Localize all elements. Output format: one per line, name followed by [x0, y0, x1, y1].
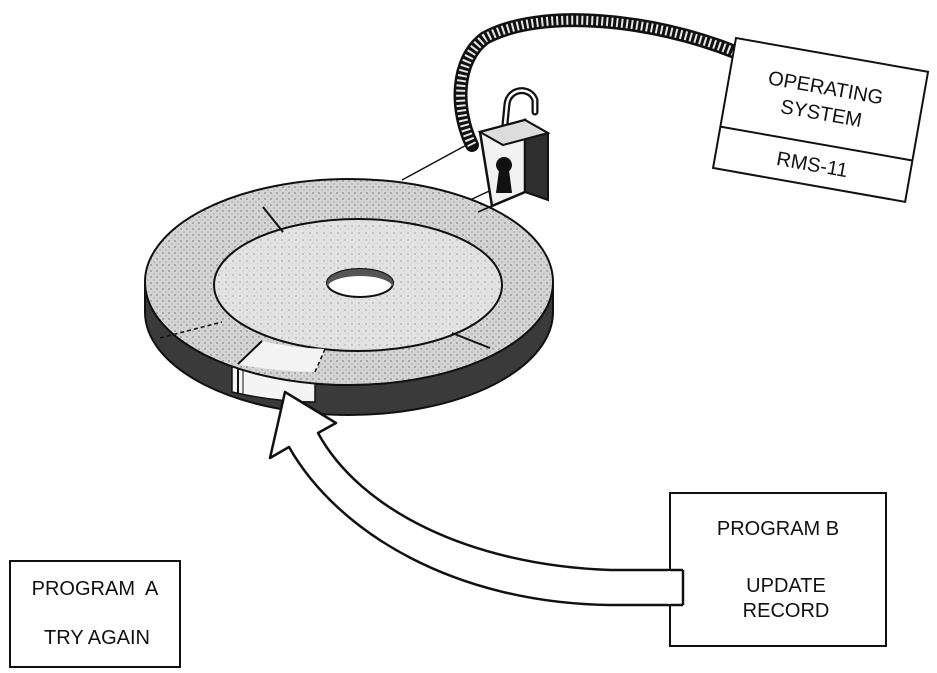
- program-a-status: TRY AGAIN: [44, 627, 150, 649]
- program-b-box: PROGRAM B UPDATE RECORD: [668, 492, 887, 647]
- program-b-name: PROGRAM B: [717, 518, 839, 540]
- program-b-action-line2: RECORD: [743, 600, 830, 622]
- program-b-action-line1: UPDATE: [746, 575, 826, 597]
- padlock-icon: [401, 87, 551, 213]
- cable-icon: [453, 13, 742, 152]
- curved-arrow-icon: [268, 390, 685, 607]
- program-a-name: PROGRAM A: [32, 578, 159, 600]
- os-box: OPERATING SYSTEM RMS-11: [711, 36, 930, 204]
- program-a-box: PROGRAM A TRY AGAIN: [9, 560, 181, 668]
- disk-icon: [144, 178, 554, 416]
